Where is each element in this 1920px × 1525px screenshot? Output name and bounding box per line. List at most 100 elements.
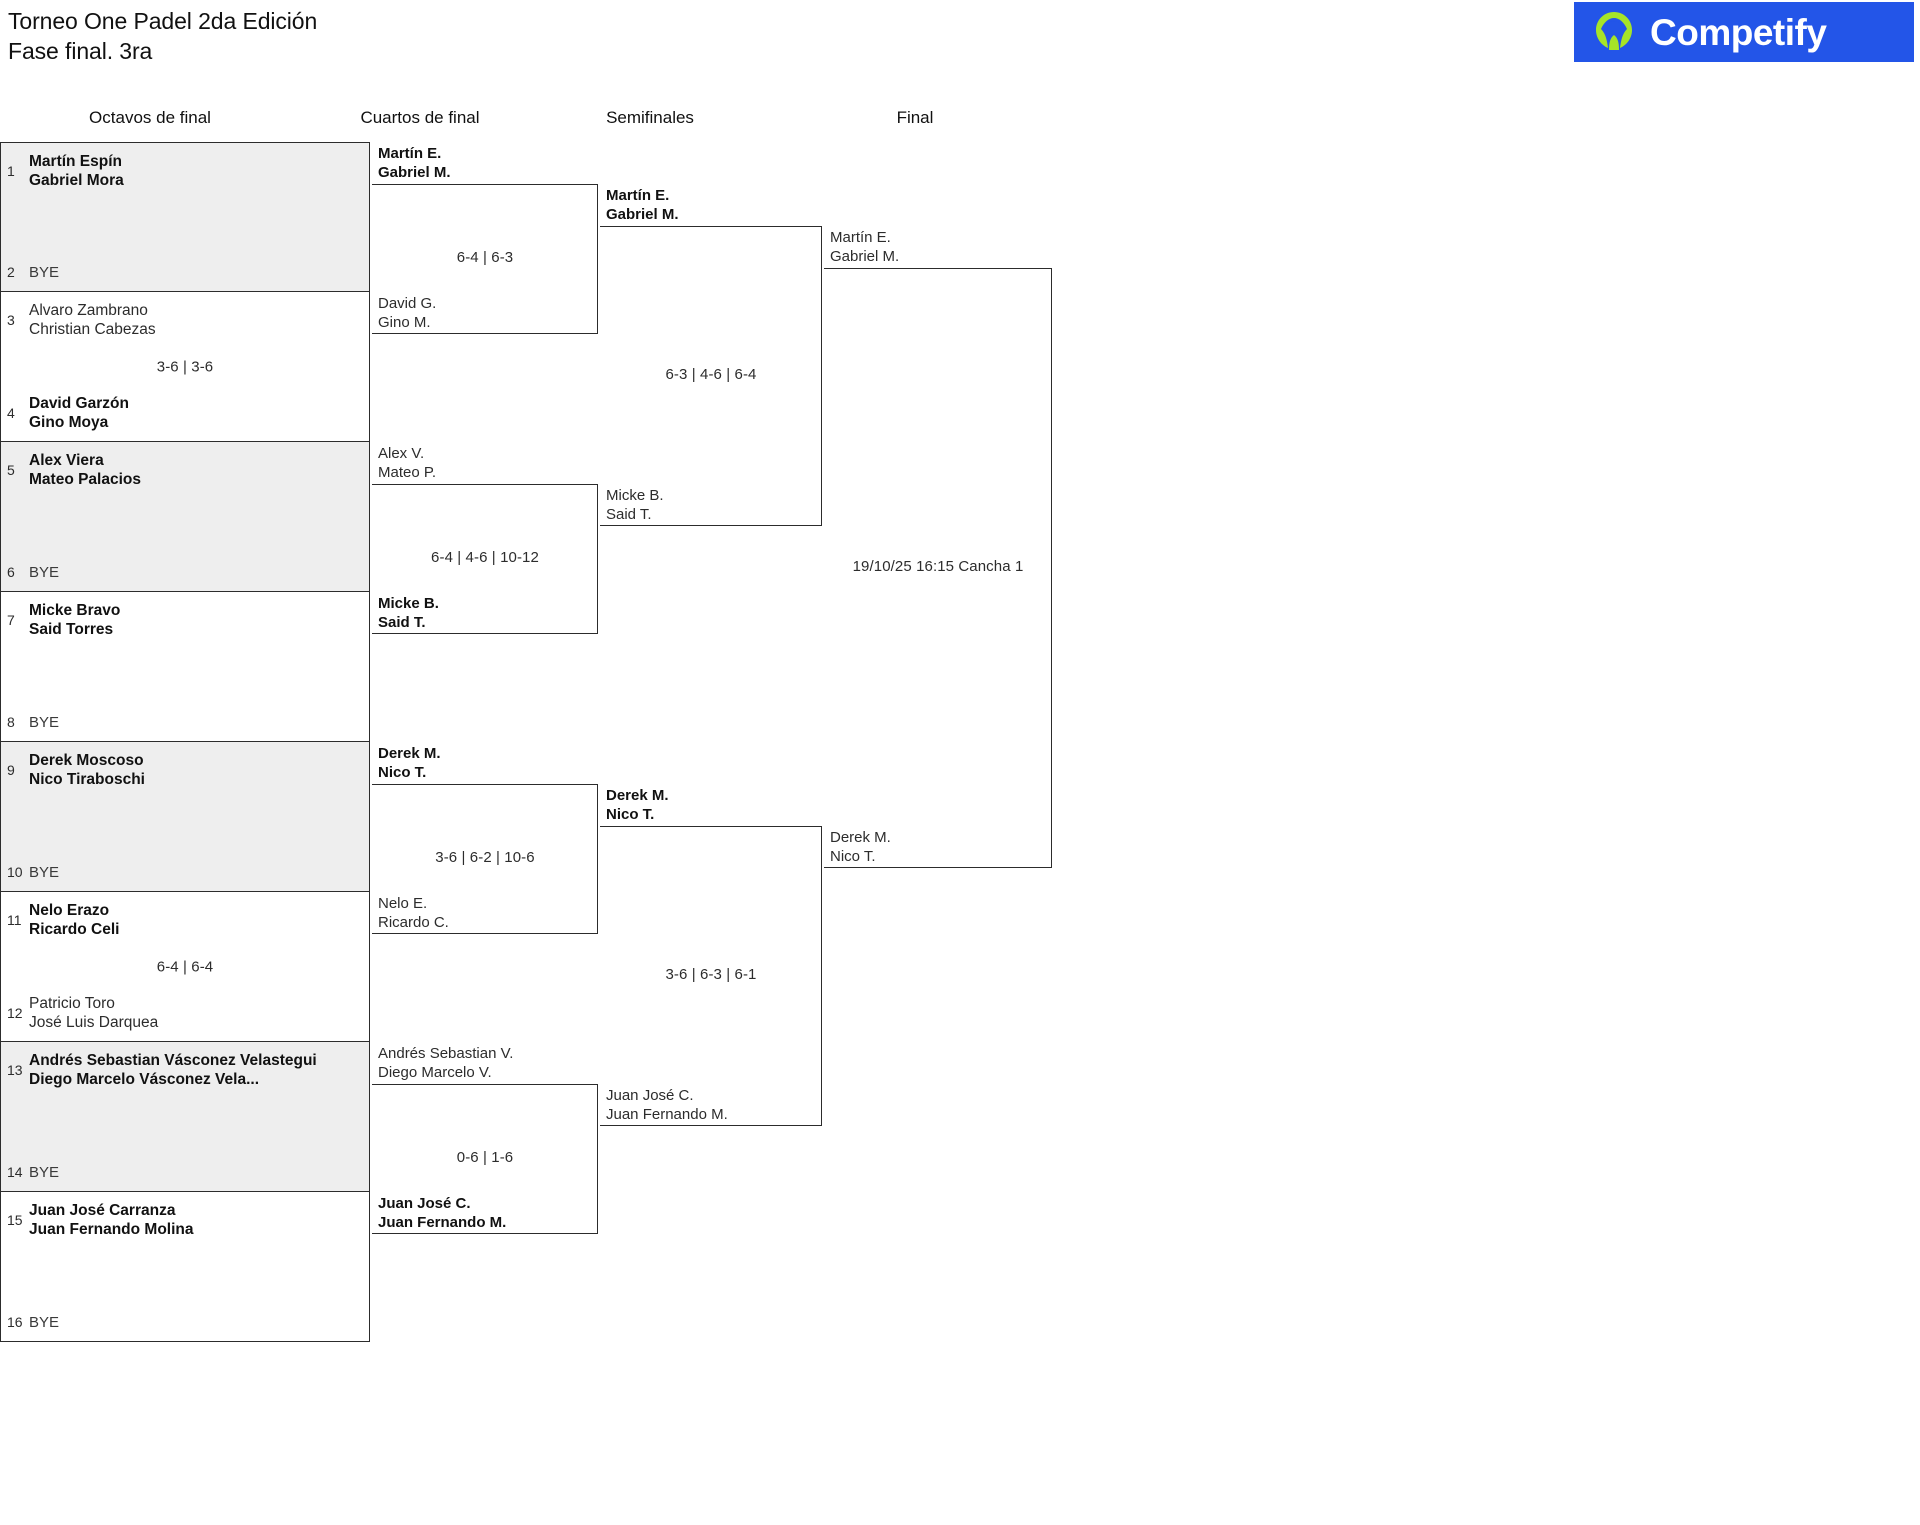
- team-names: Martín E.Gabriel M.: [606, 186, 679, 224]
- player-name: Nico T.: [378, 764, 427, 781]
- match-score: 6-4 | 4-6 | 10-12: [431, 549, 539, 566]
- seed-number: 5: [7, 462, 15, 478]
- player-name: Martín E.: [378, 145, 442, 162]
- player-name: Micke B.: [606, 487, 664, 504]
- match-score: 6-4 | 6-4: [156, 958, 214, 975]
- team-names: David G. Gino M.: [378, 294, 436, 332]
- player-name: Nelo Erazo: [29, 902, 110, 919]
- player-name: Christian Cabezas: [29, 321, 156, 338]
- advancing-team-round2-4-bottom: Juan José C. Juan Fernando M.: [378, 1194, 506, 1232]
- seed-number: 4: [7, 405, 15, 421]
- team-names: Alex V.Mateo P.: [378, 444, 436, 482]
- advancing-team-round3-1-top: Martín E.Gabriel M.: [606, 186, 679, 224]
- player-name: Derek M.: [378, 745, 441, 762]
- seed-number: 10: [7, 864, 23, 880]
- player-name: David G.: [378, 295, 437, 312]
- team-names: Derek M. Nico T.: [378, 744, 441, 782]
- player-name: BYE: [29, 1164, 60, 1181]
- seed-number: 1: [7, 163, 15, 179]
- team-names: Micke B. Said T.: [378, 594, 439, 632]
- player-name: Andrés Sebastian V.: [378, 1045, 514, 1062]
- seed-number: 8: [7, 714, 15, 730]
- player-name: Said T.: [378, 614, 426, 631]
- round-header-semifinales: Semifinales: [606, 108, 694, 127]
- team-names: BYE: [29, 1313, 59, 1332]
- player-name: Juan Fernando M.: [606, 1106, 728, 1123]
- bracket-connector: [372, 784, 598, 934]
- player-name: Nico T.: [830, 848, 876, 865]
- round-header-cuartos: Cuartos de final: [360, 108, 480, 127]
- round-header-final: Final: [896, 108, 934, 127]
- seed-number: 2: [7, 264, 15, 280]
- player-name: David Garzón: [29, 395, 129, 412]
- team-names: Juan José C.Juan Fernando M.: [606, 1086, 728, 1124]
- player-name: José Luis Darquea: [29, 1014, 159, 1031]
- player-name: Micke B.: [378, 595, 439, 612]
- player-name: Derek M.: [606, 787, 669, 804]
- tournament-name: Torneo One Padel 2da Edición: [8, 8, 318, 34]
- team-slot-10: 10 BYE: [1, 863, 369, 882]
- player-name: Alex V.: [378, 445, 425, 462]
- seed-number: 12: [7, 1005, 23, 1021]
- advancing-team-round2-1-bottom: David G. Gino M.: [378, 294, 436, 332]
- seed-number: 6: [7, 564, 15, 580]
- team-names: BYE: [29, 1163, 59, 1182]
- advancing-team-round3-2-top: Derek M.Nico T.: [606, 786, 669, 824]
- team-names: Martín E.Gabriel M.: [830, 228, 899, 266]
- player-name: Juan José C.: [378, 1195, 471, 1212]
- player-name: Diego Marcelo V.: [378, 1064, 492, 1081]
- player-name: Juan Fernando M.: [378, 1214, 507, 1231]
- team-slot-6: 6 BYE: [1, 563, 369, 582]
- player-name: Nelo E.: [378, 895, 428, 912]
- player-name: Gino M.: [378, 314, 431, 331]
- player-name: Nico Tiraboschi: [29, 771, 145, 788]
- player-name: Patricio Toro: [29, 995, 115, 1012]
- team-names: Nelo E.Ricardo C.: [378, 894, 449, 932]
- bracket-connector: [372, 1084, 598, 1234]
- team-names: BYE: [29, 863, 59, 882]
- page-title: Torneo One Padel 2da Edición Fase final.…: [8, 6, 317, 66]
- player-name: Micke Bravo: [29, 602, 121, 619]
- player-name: Gabriel M.: [830, 248, 900, 265]
- advancing-team-round3-2-bottom: Juan José C.Juan Fernando M.: [606, 1086, 728, 1124]
- team-names: Derek M.Nico T.: [830, 828, 891, 866]
- player-name: Gabriel M.: [378, 164, 451, 181]
- player-name: Alex Viera: [29, 452, 104, 469]
- seed-number: 7: [7, 612, 15, 628]
- bracket-connector: [824, 268, 1052, 868]
- player-name: Gabriel M.: [606, 206, 679, 223]
- match-score: 3-6 | 6-3 | 6-1: [665, 966, 757, 983]
- match-score: 6-3 | 4-6 | 6-4: [665, 366, 757, 383]
- team-names: BYE: [29, 563, 59, 582]
- match-schedule: 19/10/25 16:15 Cancha 1: [852, 558, 1024, 575]
- advancing-team-round2-4-top: Andrés Sebastian V. Diego Marcelo V.: [378, 1044, 513, 1082]
- team-names: Micke B. Said T.: [606, 486, 664, 524]
- player-name: Andrés Sebastian Vásconez Velastegui: [29, 1052, 317, 1069]
- match-score: 6-4 | 6-3: [456, 249, 514, 266]
- seed-number: 15: [7, 1212, 23, 1228]
- bracket-connector: [600, 226, 822, 526]
- player-name: Said Torres: [29, 621, 114, 638]
- player-name: Derek Moscoso: [29, 752, 144, 769]
- player-name: Said T.: [606, 506, 652, 523]
- player-name: BYE: [29, 564, 60, 581]
- player-name: Mateo Palacios: [29, 471, 141, 488]
- bracket-connector: [600, 826, 822, 1126]
